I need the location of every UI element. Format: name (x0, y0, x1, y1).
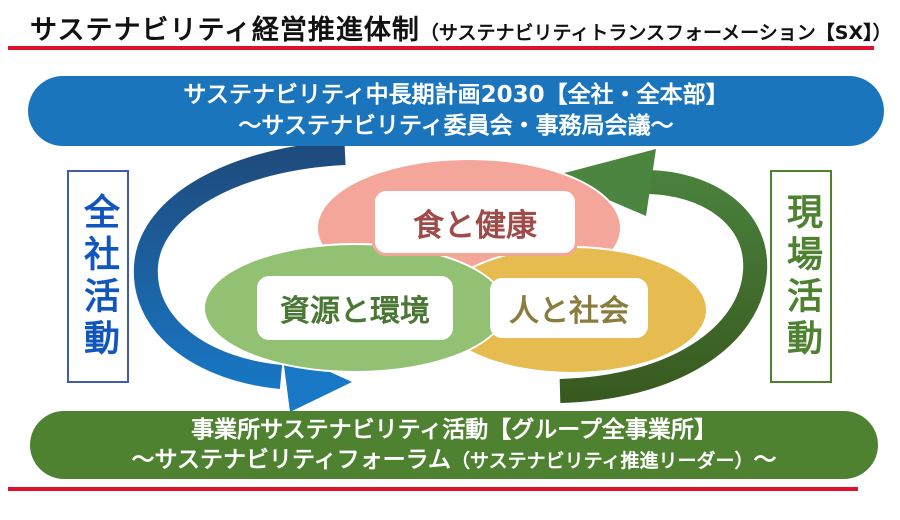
theme-label-food: 食と健康 (372, 188, 578, 256)
top-banner-line2: ～サステナビリティ委員会・事務局会議～ (238, 113, 674, 139)
bottom-banner-line2: ～サステナビリティフォーラム（サステナビリティ推進リーダー）～ (30, 445, 878, 476)
bottom-banner-line2-tail: ～ (753, 446, 777, 473)
page-title-main: サステナビリティ経営推進体制 (30, 15, 420, 46)
title-underline (8, 46, 874, 50)
field-activity-label: 現場活動 (770, 170, 832, 383)
theme-label-resources: 資源と環境 (257, 276, 453, 340)
arrowhead-left-icon (553, 149, 656, 216)
cycle-arrow-left (133, 141, 346, 389)
top-banner: サステナビリティ中長期計画2030【全社・全本部】 ～サステナビリティ委員会・事… (28, 76, 884, 146)
cycle-arrow-right (559, 170, 768, 403)
top-banner-line1: サステナビリティ中長期計画2030【全社・全本部】 (183, 82, 729, 108)
theme-label-society: 人と社会 (490, 278, 648, 338)
bottom-rule (8, 487, 858, 491)
company-activity-label: 全社活動 (67, 170, 129, 383)
bottom-banner-line1: 事業所サステナビリティ活動【グループ全事業所】 (191, 416, 717, 443)
theme-ellipse-resources (203, 243, 507, 373)
bottom-banner-line2-main: ～サステナビリティフォーラム (131, 446, 451, 473)
bottom-banner: 事業所サステナビリティ活動【グループ全事業所】 ～サステナビリティフォーラム（サ… (30, 411, 878, 479)
page-title-sub: （サステナビリティトランスフォーメーション【SX】） (419, 22, 892, 44)
page-title: サステナビリティ経営推進体制（サステナビリティトランスフォーメーション【SX】） (30, 8, 892, 47)
bottom-banner-line2-paren: （サステナビリティ推進リーダー） (451, 449, 754, 472)
